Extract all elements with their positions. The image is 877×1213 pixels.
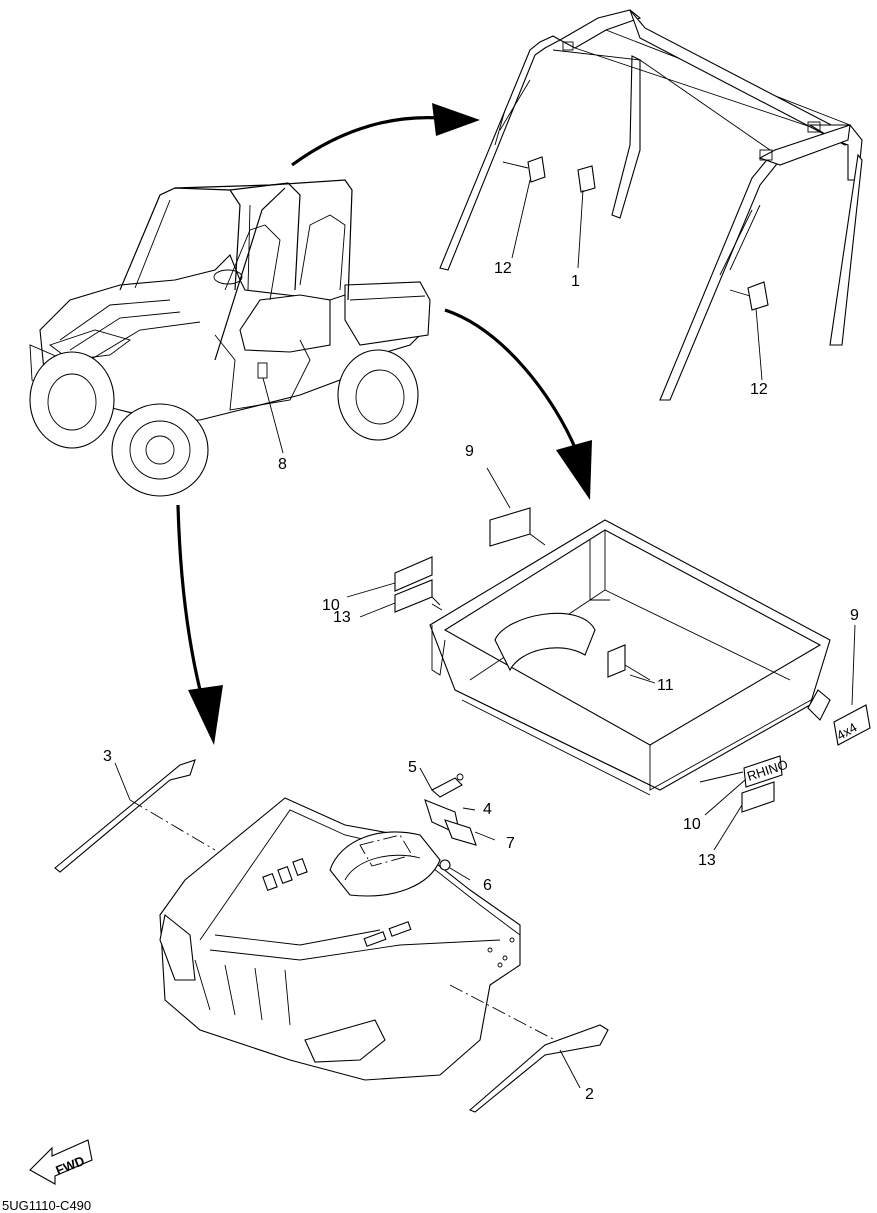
callout-6: 6: [483, 877, 492, 894]
cargo-bed-detail: 4x4 RHINO: [346, 467, 871, 851]
callout-13-left: 13: [333, 609, 351, 626]
callout-11: 11: [657, 677, 674, 694]
callout-labels: 1 2 3 4 5 6 7 8 9 9 10 10 11 12 12 13 13: [103, 260, 859, 1103]
callout-7: 7: [506, 835, 515, 852]
hood-detail: [54, 759, 609, 1113]
callout-12-right: 12: [750, 381, 768, 398]
roll-cage-detail: [439, 9, 863, 401]
callout-10-left: 10: [322, 597, 340, 614]
fwd-arrow: FWD: [29, 1139, 93, 1185]
callout-13-right: 13: [698, 852, 716, 869]
callout-1: 1: [571, 273, 580, 290]
callout-9-right: 9: [850, 607, 859, 624]
callout-5: 5: [408, 759, 417, 776]
vehicle-overview: [29, 179, 431, 497]
callout-10-right: 10: [683, 816, 701, 833]
callout-2: 2: [585, 1086, 594, 1103]
callout-4: 4: [483, 801, 492, 818]
callout-9-top: 9: [465, 443, 474, 460]
diagram-code: 5UG1110-C490: [2, 1198, 91, 1213]
callout-12-left: 12: [494, 260, 512, 277]
callout-8: 8: [278, 456, 287, 473]
direction-arrows: [176, 103, 592, 745]
callout-3: 3: [103, 748, 112, 765]
